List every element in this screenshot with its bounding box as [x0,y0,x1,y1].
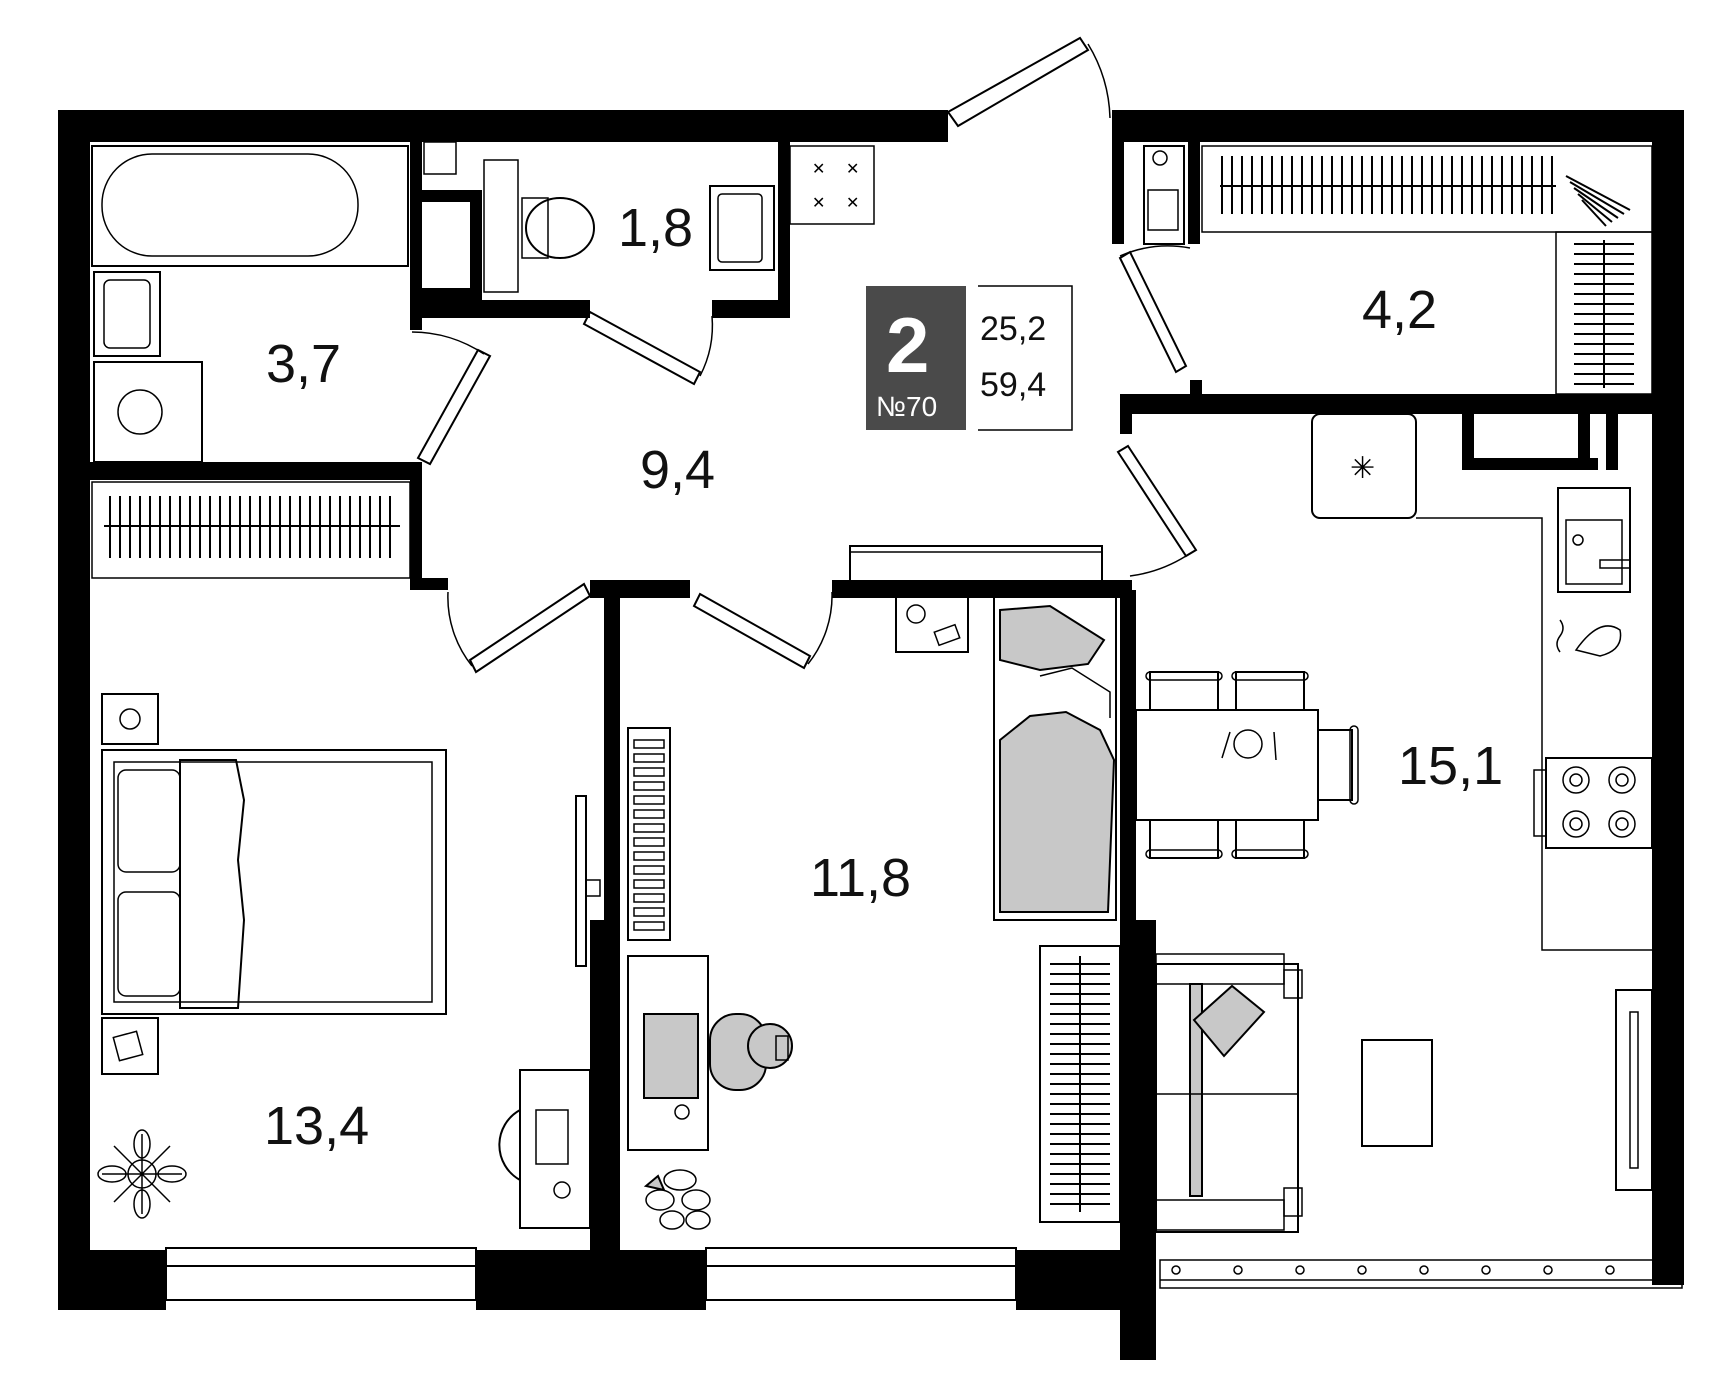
shelf-book [633,893,665,903]
bedroom-furniture [97,693,601,1229]
hanger-line [1573,187,1619,219]
nightstand-top [101,693,159,745]
shelf-book [633,753,665,763]
sofa-icon [1155,963,1299,1233]
hallway-shelf [849,545,1103,583]
svg-text:✕: ✕ [846,195,859,212]
children-nightstand [895,595,969,653]
ventilation-icon [789,145,875,225]
shelf-book [633,823,665,833]
shelf-book [633,837,665,847]
dishwasher-icon [1574,625,1622,657]
hanger-line [1565,175,1631,211]
nightstand-bottom [101,1017,159,1075]
children-desk [627,955,709,1151]
svg-text:✕: ✕ [812,195,825,212]
room-labels: 1,8 3,7 9,4 4,2 13,4 11,8 15,1 [264,198,1503,1156]
balcony-post [1233,1265,1243,1275]
wardrobe-rail-storage [1201,145,1653,233]
room-area-bathroom: 3,7 [266,334,341,394]
sink-icon [1557,487,1631,593]
plant-icon [97,1129,187,1219]
hangers-bedroom [104,496,400,558]
balcony-post [1295,1265,1305,1275]
apartment-badge: 2 №70 25,2 59,4 [866,285,1073,431]
balcony-post [1481,1265,1491,1275]
room-area-children: 11,8 [810,848,911,908]
toilet-sink-icon [709,185,775,271]
room-area-bedroom: 13,4 [264,1096,369,1156]
children-wardrobe [1039,945,1121,1223]
plant-icon-children [643,1169,711,1230]
children-bed [993,595,1117,921]
shelf-book [633,795,665,805]
dining-table [1135,709,1319,821]
toilet-icon [483,159,519,293]
hangers-storage [1220,156,1634,388]
balcony-post [1543,1265,1553,1275]
shelf-book [633,921,665,931]
room-area-toilet: 1,8 [618,198,693,258]
balcony-post [1419,1265,1429,1275]
apartment-number: №70 [876,391,937,422]
shelf-book [633,739,665,749]
room-count: 2 [886,301,929,389]
living-area: 25,2 [980,310,1046,348]
bed-icon [101,749,447,1015]
hallway-fixtures [849,545,1103,583]
balcony-post [1605,1265,1615,1275]
shelf-book [633,851,665,861]
svg-text:✕: ✕ [812,161,825,178]
coffee-table [1361,1039,1433,1147]
bookshelf [627,727,671,941]
wardrobe-rail-bathroom [91,481,411,579]
shelf-book [633,865,665,875]
hanger-line [1569,181,1625,215]
shelf-book [633,879,665,889]
walls [58,110,1684,1360]
bedroom-desk [519,1069,591,1229]
kitchen-furniture: ✳ [1135,413,1677,1275]
tv-unit [1615,989,1653,1191]
hanger-line [1581,199,1607,227]
room-area-kitchen-living: 15,1 [1398,736,1503,796]
svg-text:✕: ✕ [846,161,859,178]
stove-icon [1545,757,1653,849]
bathroom-fixtures: ✕ ✕ ✕ ✕ [91,141,875,463]
storage-fixtures [91,145,1653,579]
shelf-book [633,907,665,917]
fridge-icon [1311,413,1417,519]
water-heater-icon [1143,145,1185,245]
children-room-furniture [627,595,1121,1230]
shelf-book [633,767,665,777]
total-area: 59,4 [980,366,1046,404]
balcony-post [1667,1265,1677,1275]
badge-background [866,286,966,430]
washbasin-icon [93,271,161,357]
balcony-post [1171,1265,1181,1275]
tv-stand [575,795,587,967]
doors [165,36,1683,1301]
washing-machine-icon [93,361,203,463]
shelf-book [633,809,665,819]
balcony-post [1357,1265,1367,1275]
room-area-storage: 4,2 [1362,280,1437,340]
shelf-book [633,781,665,791]
bathtub-icon [91,145,409,267]
room-area-hallway: 9,4 [640,440,715,500]
hanger-line [1577,193,1613,223]
svg-text:✳: ✳ [1350,451,1375,486]
